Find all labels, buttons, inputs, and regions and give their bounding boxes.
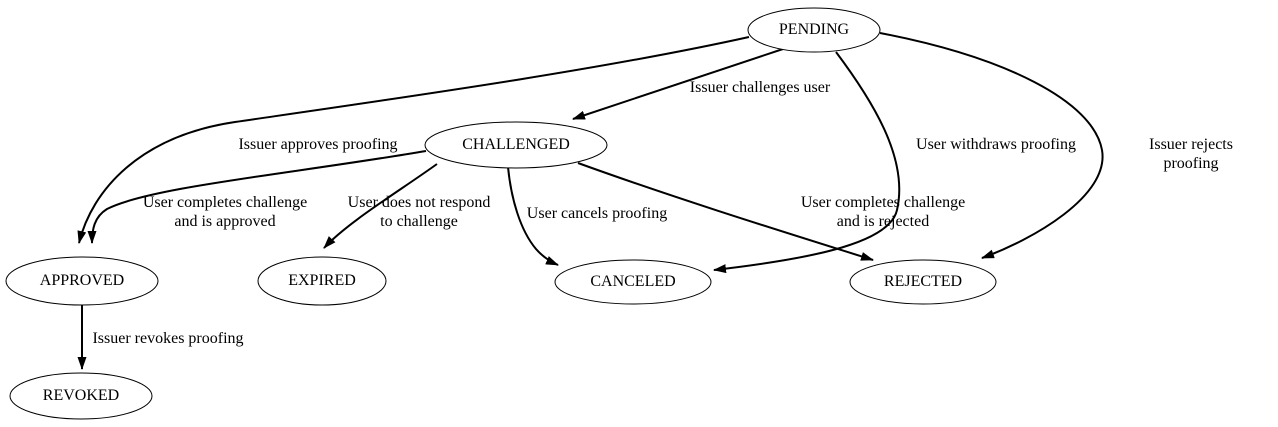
edge-label-issuer-rejects-proofing: Issuer rejects proofing	[1149, 136, 1233, 172]
edge-label-issuer-challenges-user: Issuer challenges user	[689, 79, 831, 96]
edge-challenged-rejected	[577, 162, 874, 261]
node-approved-label: APPROVED	[39, 272, 125, 289]
edge-challenged-canceled	[507, 166, 559, 266]
node-revoked-ellipse	[9, 372, 153, 420]
edge-pending-canceled	[713, 51, 901, 274]
edge-label-does-not-respond: User does not respond to challenge	[347, 194, 491, 230]
edge-label-user-withdraws-proofing: User withdraws proofing	[916, 136, 1076, 153]
edge-label-completes-and-rejected: User completes challenge and is rejected	[800, 194, 966, 230]
edge-group	[77, 32, 1104, 370]
node-canceled-label: CANCELED	[590, 273, 676, 290]
node-rejected-ellipse	[849, 259, 997, 305]
edge-label-user-cancels-proofing: User cancels proofing	[526, 205, 668, 222]
edge-pending-challenged	[572, 48, 784, 120]
edge-challenged-expired	[323, 163, 438, 249]
node-approved-ellipse	[5, 256, 159, 306]
edge-label-issuer-revokes-proofing: Issuer revokes proofing	[92, 330, 244, 347]
node-revoked-label: REVOKED	[42, 387, 120, 404]
node-rejected-label: REJECTED	[883, 273, 963, 290]
node-pending-label: PENDING	[778, 21, 850, 38]
node-expired-label: EXPIRED	[288, 272, 356, 289]
edge-pending-approved	[77, 36, 750, 244]
edge-challenged-approved	[87, 150, 427, 244]
node-challenged-label: CHALLENGED	[462, 136, 570, 153]
node-canceled-ellipse	[554, 259, 712, 305]
edge-label-issuer-approves-proofing: Issuer approves proofing	[238, 136, 398, 153]
node-pending-ellipse	[747, 7, 881, 53]
node-challenged-ellipse	[424, 121, 608, 169]
node-expired-ellipse	[257, 256, 387, 306]
edge-label-completes-and-approved: User completes challenge and is approved	[142, 194, 308, 230]
edge-pending-rejected	[879, 32, 1104, 259]
node-group	[5, 7, 997, 420]
